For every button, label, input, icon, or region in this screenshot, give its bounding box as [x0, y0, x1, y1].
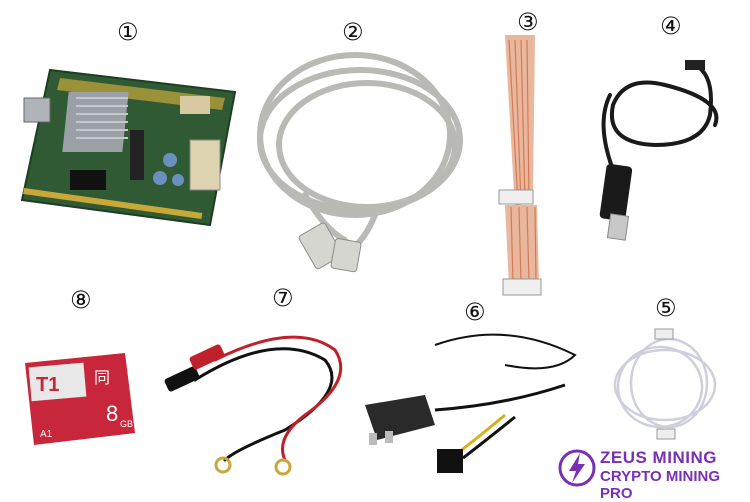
ribbon-cable-image: [498, 35, 542, 296]
lightning-bolt-icon: [558, 449, 596, 487]
label-6: ⑥: [464, 298, 486, 326]
sd-class: A1: [40, 429, 53, 440]
label-1: ①: [117, 18, 139, 46]
zeus-mining-logo: ZEUS MINING CRYPTO MINING PRO: [558, 440, 748, 502]
usb-cable-image: [599, 60, 719, 241]
label-5: ⑤: [655, 294, 677, 322]
logo-line-2: CRYPTO MINING PRO: [600, 468, 721, 502]
sd-brand: T1: [36, 374, 59, 396]
ethernet-cable-image: [257, 52, 463, 273]
power-adapter-image: [365, 333, 577, 473]
sd-char: 同: [94, 368, 110, 387]
control-board-image: [20, 68, 237, 227]
sd-card-image: T1 同 8 GB A1: [25, 353, 135, 445]
sd-capacity: 8: [106, 401, 118, 426]
label-2: ②: [342, 18, 364, 46]
logo-line-1: ZEUS MINING: [600, 448, 717, 467]
label-3: ③: [517, 8, 539, 36]
alligator-clip-cable-image: [164, 335, 343, 476]
sd-unit: GB: [120, 419, 133, 429]
label-4: ④: [660, 12, 682, 40]
label-7: ⑦: [272, 284, 294, 312]
label-8: ⑧: [70, 286, 92, 314]
small-cable-image: [613, 328, 717, 440]
